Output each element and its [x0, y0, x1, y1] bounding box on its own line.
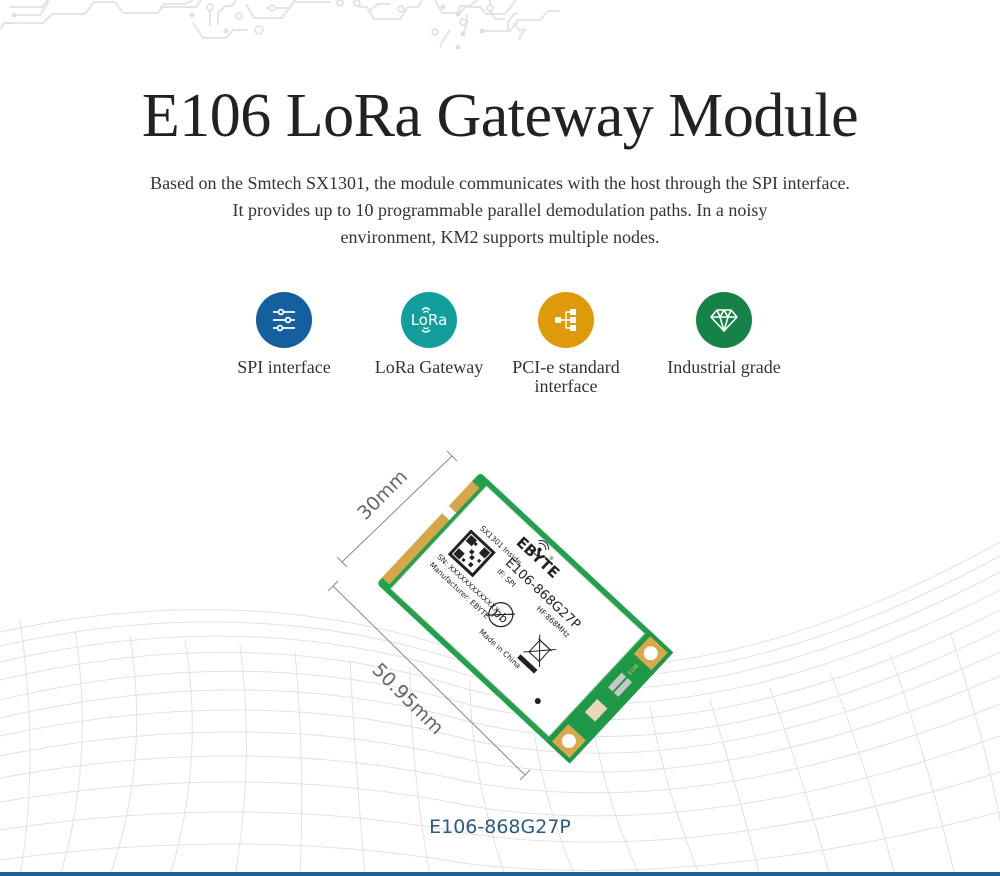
feature-industrial-grade: Industrial grade	[644, 292, 804, 377]
description-line: environment, KM2 supports multiple nodes…	[340, 227, 660, 247]
feature-label-line: PCI-e standard	[512, 357, 620, 377]
weee-bin-icon	[517, 634, 556, 674]
hierarchy-icon	[538, 292, 594, 348]
description-line: It provides up to 10 programmable parall…	[232, 200, 768, 220]
feature-label: LoRa Gateway	[374, 357, 484, 377]
qr-code	[447, 529, 496, 578]
feature-lora-gateway: LoRa LoRa Gateway	[349, 292, 509, 377]
bottom-accent-bar	[0, 872, 1000, 876]
page-title: E106 LoRa Gateway Module	[141, 82, 859, 150]
feature-label: PCI-e standard interface	[486, 358, 646, 396]
pcb-board: E106 EBYTE ® SX1301 Inside	[378, 474, 674, 764]
description-line: Based on the Smtech SX1301, the module c…	[150, 173, 850, 193]
svg-text:LoRa: LoRa	[411, 311, 448, 329]
svg-text:®: ®	[547, 554, 555, 563]
wireframe-mesh-decoration	[0, 541, 1000, 876]
product-caption: E106-868G27P	[429, 816, 571, 838]
feature-label: SPI interface	[237, 357, 331, 377]
circuit-traces-decoration	[0, 0, 560, 49]
diamond-icon	[696, 292, 752, 348]
page-description: Based on the Smtech SX1301, the module c…	[60, 170, 940, 251]
feature-list: SPI interface LoRa LoRa Gateway	[0, 292, 1000, 412]
feature-pcie-interface: PCI-e standard interface	[486, 292, 646, 396]
feature-label-line: interface	[534, 376, 598, 396]
sliders-icon	[256, 292, 312, 348]
dimension-lines	[327, 450, 531, 781]
wireless-icon	[532, 539, 550, 557]
feature-spi-interface: SPI interface	[204, 292, 364, 377]
feature-label: Industrial grade	[667, 357, 781, 377]
edge-connector	[382, 481, 480, 585]
lora-icon: LoRa	[401, 292, 457, 348]
